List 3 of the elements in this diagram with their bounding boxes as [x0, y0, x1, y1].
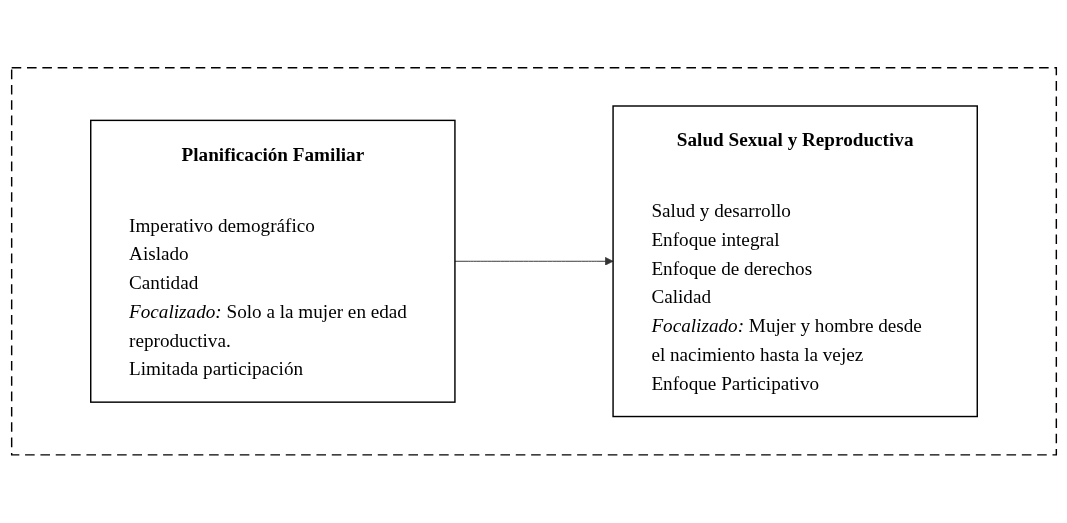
- node-box: Salud Sexual y Reproductiva Salud y desarrollo Enfoque integral Enfoque de derechos Calidad Focalizado: Mujer y hombre desde el nacimiento hasta la vejez Enfoque Participativo: [611, 105, 978, 418]
- cluster: [10, 67, 1057, 456]
- node-box: Planificación Familiar Imperativo demográfico Aislado Cantidad Focalizado: Solo a la mujer en edad reproductiva. Limitada participación: [89, 119, 456, 404]
